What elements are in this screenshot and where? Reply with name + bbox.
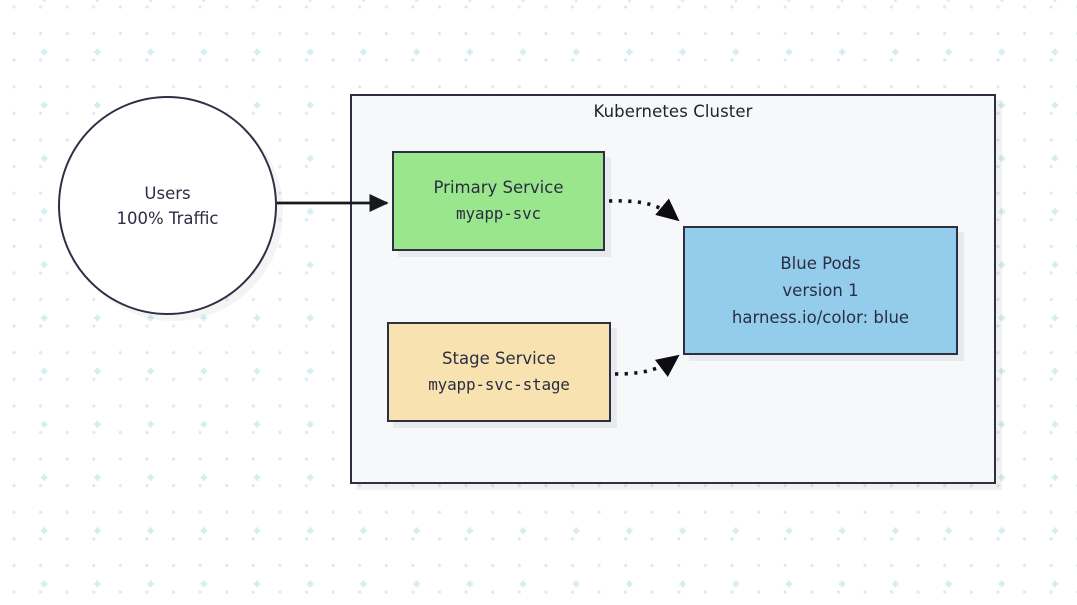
node-users[interactable]: Users 100% Traffic — [58, 96, 277, 315]
cluster-title-label: Kubernetes Cluster — [593, 102, 753, 121]
blue-pods-title: Blue Pods — [780, 253, 861, 273]
primary-service-title: Primary Service — [433, 178, 564, 197]
node-primary-service[interactable]: Primary Service myapp-svc — [392, 151, 605, 251]
edge-primary-service-to-blue-pods — [608, 198, 680, 222]
users-line-2: 100% Traffic — [116, 208, 219, 228]
node-stage-service[interactable]: Stage Service myapp-svc-stage — [387, 322, 611, 422]
users-line-1: Users — [144, 183, 191, 203]
edge-stage-service-to-blue-pods — [614, 354, 680, 378]
primary-service-name: myapp-svc — [456, 204, 541, 223]
blue-pods-version: version 1 — [782, 280, 859, 300]
stage-service-title: Stage Service — [442, 349, 556, 368]
blue-pods-label: harness.io/color: blue — [731, 307, 910, 327]
node-blue-pods[interactable]: Blue Pods version 1 harness.io/color: bl… — [683, 226, 958, 355]
stage-service-name: myapp-svc-stage — [428, 375, 570, 394]
